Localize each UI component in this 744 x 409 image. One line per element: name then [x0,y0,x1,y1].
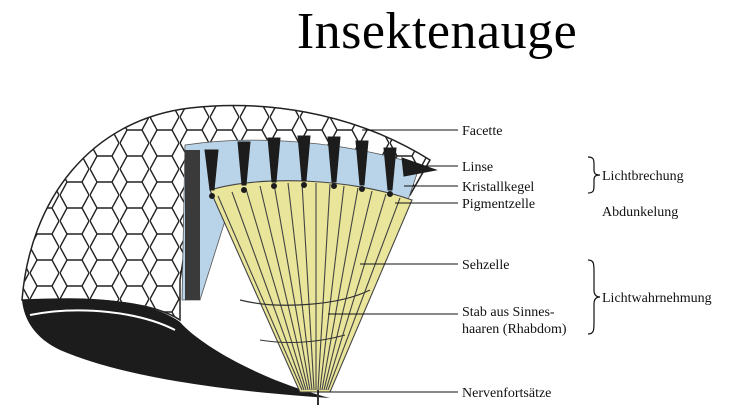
label-stab-line1: Stab aus Sinnes- [462,305,555,320]
group-brackets [588,157,600,334]
group-lichtbrechung: Lichtbrechung [602,169,684,184]
label-kristallkegel: Kristallkegel [462,180,534,195]
label-stab-line2: haaren (Rhabdom) [462,322,567,337]
label-nervenfortsaetze: Nervenfortsätze [462,386,551,401]
group-abdunkelung: Abdunkelung [602,205,678,220]
label-pigmentzelle: Pigmentzelle [462,197,535,212]
label-linse: Linse [462,160,493,175]
label-facette: Facette [462,124,502,139]
label-sehzelle: Sehzelle [462,258,509,273]
group-lichtwahrnehmung: Lichtwahrnehmung [602,291,712,306]
